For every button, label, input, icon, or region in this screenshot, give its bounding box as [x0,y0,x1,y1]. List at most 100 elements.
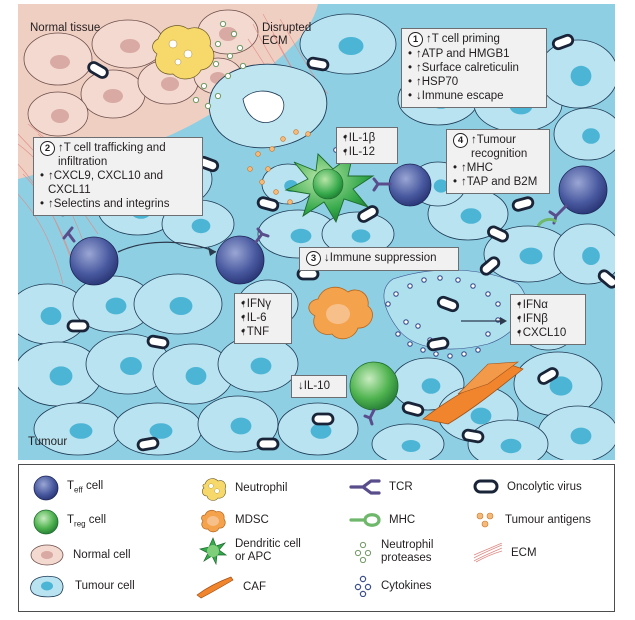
tumour-cell [537,405,615,460]
legend-label: Dendritic cell or APC [235,538,301,563]
oncolytic-virus [306,56,330,72]
teff-icon [33,475,59,501]
legend-item-cytokines: Cytokines [353,575,432,597]
cytokines-icon [354,575,372,597]
legend-label-sub: eff [74,485,83,495]
neutrophil-icon [202,478,226,501]
normal-cell [27,91,89,137]
legend-label: Oncolytic virus [507,480,582,493]
step-number: 3 [306,251,321,266]
caf [422,361,524,425]
list-item: ↑IFNα [517,298,579,312]
step-number: 1 [408,32,423,47]
oncolytic-virus [487,225,509,243]
callout-list: ↑IFNα ↑IFNβ ↑CXCL10 [517,298,579,340]
neutrophil-proteases-icon [354,541,372,563]
tumour-cell [321,211,395,257]
list-item: ↑MHC [453,161,543,175]
mhc-icon [349,513,381,527]
legend-label: Tumour antigens [505,513,591,526]
callout-list: ↑CXCL9, CXCL10 and CXCL11 ↑Selectins and… [40,169,196,211]
tumour-cell [85,333,171,395]
legend-item-tumour-cell: Tumour cell [27,573,135,599]
legend-item-dendritic-cell: Dendritic cell or APC [199,537,301,565]
tumour-antigens [247,129,311,205]
legend-label: Teff cell [67,480,103,496]
tumour-cell-icon [30,575,64,598]
neutrophil-proteases [192,20,247,110]
legend-label-main: T [67,513,75,526]
oncolytic-virus [461,428,485,444]
oncolytic-virus [597,269,615,289]
tumour-label: Tumour [28,436,68,448]
tcr-icon [349,479,381,495]
dendritic-cell-icon [199,537,227,565]
oncolytic-virus [146,334,170,350]
teff-cell-dc-contact [372,163,432,207]
list-item: ↓Immune escape [408,89,540,103]
callout-title: ↓IL-10 [298,380,330,392]
normal-tissue-label: Normal tissue [30,22,101,34]
legend-label: ECM [511,546,537,559]
oncolytic-virus [551,33,575,51]
legend-label: Neutrophil proteases [381,539,434,564]
list-item: ↑CXCL9, CXCL10 and CXCL11 [40,169,196,197]
legend-item-tumour-antigens: Tumour antigens [475,511,591,529]
legend-label: Treg cell [67,514,106,530]
legend-label-rest: cell [82,479,104,492]
callout-title: ↓Immune suppression [324,252,437,264]
callout-t-cell-priming: 1↑T cell priming ↑ATP and HMGB1 ↑Surface… [401,28,547,108]
tumour-cell [33,402,123,456]
disrupted-ecm-label: Disrupted ECM [262,22,312,47]
callout-list: ↑MHC ↑TAP and B2M [453,161,543,189]
callout-teff-cytokines: ↑IFNγ ↑IL-6 ↑TNF [234,293,292,344]
tumour-cell [133,273,223,335]
oncolytic-virus [426,336,450,352]
list-item: ↑Surface calreticulin [408,61,540,75]
legend-item-ecm: ECM [473,543,537,563]
legend: Teff cell Treg cell Normal cell Tumour c… [18,464,615,612]
step-number: 2 [40,141,55,156]
legend-label: MDSC [235,513,269,526]
oncolytic-virus [136,436,160,452]
oncolytic-virus [357,205,379,223]
caf-icon [196,576,234,599]
list-item: ↑IFNγ [241,297,285,311]
legend-item-normal-cell: Normal cell [29,543,131,567]
oncolytic-virus-icon [473,479,499,494]
legend-item-mhc: MHC [349,510,415,530]
dendritic-cell [284,152,375,224]
legend-item-mdsc: MDSC [199,507,269,533]
legend-label-sub: reg [74,519,86,529]
neutrophil [152,25,215,80]
legend-item-treg: Treg cell [33,509,106,535]
callout-list: ↑IL-1β ↑IL-12 [343,131,391,159]
legend-label: Cytokines [381,579,432,592]
oncolytic-virus [87,61,109,79]
step-number: 4 [453,133,468,148]
legend-item-neutrophil: Neutrophil [199,475,287,501]
list-item: ↑CXCL10 [517,326,579,340]
migration-arrow [117,241,217,253]
callout-tumour-recognition: 4↑Tumour recognition ↑MHC ↑TAP and B2M [446,129,550,194]
list-item: ↑IFNβ [517,312,579,326]
ecm-icon [473,543,503,563]
legend-label: CAF [243,580,266,593]
tumour-cell [513,351,603,417]
oncolytic-virus [511,196,535,212]
oncolytic-virus [311,412,335,426]
legend-label-rest: cell [85,513,107,526]
oncolytic-virus [256,437,280,451]
legend-label: MHC [389,513,416,526]
tumour-cell [467,419,549,460]
tumour-antigens-icon [476,512,494,528]
teff-cell-tumour-recognition [536,165,608,227]
oncolytic-virus [401,401,425,417]
legend-item-caf: CAF [195,575,266,599]
tumour-cell [72,275,154,333]
list-item: ↑IL-12 [343,145,391,159]
callout-interferons: ↑IFNα ↑IFNβ ↑CXCL10 [510,294,586,345]
callout-t-cell-trafficking: 2↑T cell trafficking and infiltration ↑C… [33,137,203,216]
legend-label: Neutrophil [235,481,288,494]
lysing-cell-vacuole [242,90,285,123]
